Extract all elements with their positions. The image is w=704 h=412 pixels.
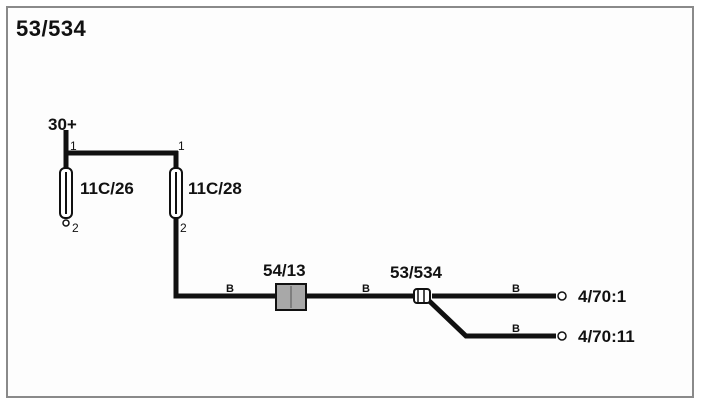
fuse-2-pin-top: 1 xyxy=(178,139,185,153)
diagram-title: 53/534 xyxy=(16,16,87,41)
terminal-4-70-11 xyxy=(557,331,567,341)
supply-wire xyxy=(63,130,179,168)
wire-code: B xyxy=(226,283,234,295)
fuse-11c-26 xyxy=(59,167,73,227)
splice-label: 53/534 xyxy=(390,263,443,282)
connector-54-13 xyxy=(275,283,307,311)
wire-code: B xyxy=(512,323,520,335)
terminal-4-70-1 xyxy=(557,291,567,301)
output-wire xyxy=(173,218,556,339)
terminal-label-1: 4/70:1 xyxy=(578,287,626,306)
fuse-1-pin-top: 1 xyxy=(70,139,77,153)
fuse-2-pin-bottom: 2 xyxy=(180,221,187,235)
fuse-2-label: 11C/28 xyxy=(188,179,242,198)
terminal-label-2: 4/70:11 xyxy=(578,327,635,346)
connector-label: 54/13 xyxy=(263,261,306,280)
splice-53-534 xyxy=(413,288,431,304)
supply-label: 30+ xyxy=(48,115,77,134)
diagram-frame xyxy=(6,6,694,398)
fuse-1-pin-bottom: 2 xyxy=(72,221,79,235)
wire-code: B xyxy=(362,283,370,295)
fuse-1-label: 11C/26 xyxy=(80,179,134,198)
fuse-11c-28 xyxy=(169,167,183,219)
wire-code: B xyxy=(512,283,520,295)
